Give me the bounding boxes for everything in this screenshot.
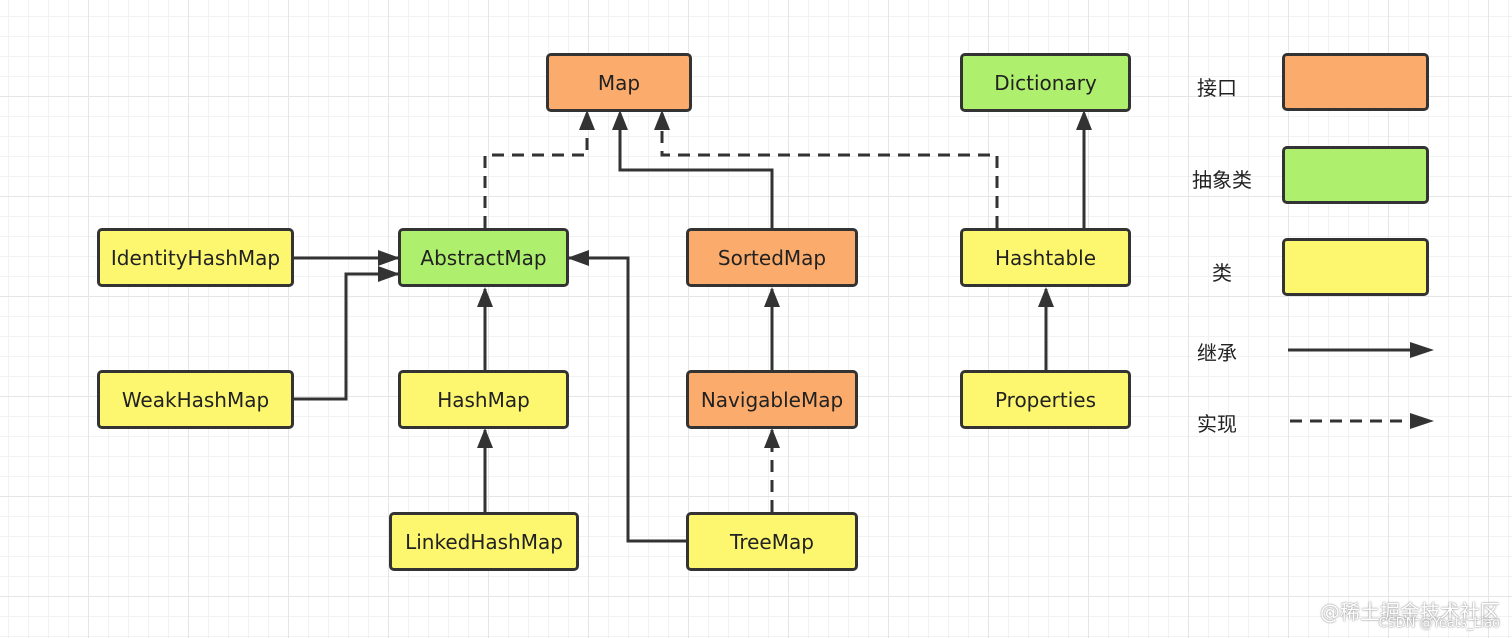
node-dictionary: Dictionary: [960, 53, 1131, 112]
arrowhead-right: [1410, 342, 1434, 358]
legend-class-swatch: [1282, 238, 1429, 296]
arrowhead-up: [477, 428, 493, 448]
arrowhead-up: [612, 110, 628, 130]
legend-interface-swatch: [1282, 53, 1429, 111]
arrowheads: [378, 110, 1434, 448]
node-weak-hash-map: WeakHashMap: [97, 370, 294, 429]
watermark-line-1: @稀土掘金技术社区: [1320, 600, 1500, 624]
arrowhead-right: [1410, 413, 1434, 429]
node-navigable-map: NavigableMap: [686, 370, 858, 429]
node-properties: Properties: [960, 370, 1131, 429]
node-sorted-map: SortedMap: [686, 228, 858, 287]
node-identity-hash-map: IdentityHashMap: [97, 228, 294, 287]
edge-hashtable-implements-map: [660, 113, 999, 228]
watermark-line-2: CSDN @Yeats_Liao: [1378, 616, 1500, 631]
legend-interface-label: 接口: [1197, 76, 1237, 100]
arrowhead-right: [378, 266, 400, 282]
arrowhead-left: [567, 250, 589, 266]
arrowhead-up: [654, 110, 670, 130]
edge-sortedmap-extends-map: [618, 113, 774, 228]
node-abstract-map: AbstractMap: [398, 228, 569, 287]
legend-abstract-class-label: 抽象类: [1192, 168, 1252, 192]
arrowhead-up: [579, 110, 595, 130]
legend-extends-label: 继承: [1197, 341, 1237, 365]
edge-weakhashmap-extends-abstractmap: [294, 272, 398, 401]
legend-implements-label: 实现: [1197, 412, 1237, 436]
legend-class-label: 类: [1212, 261, 1232, 285]
node-tree-map: TreeMap: [686, 512, 858, 571]
node-linked-hash-map: LinkedHashMap: [389, 512, 579, 571]
edge-treemap-extends-abstractmap: [569, 256, 686, 543]
arrowhead-up: [1076, 110, 1092, 130]
edge-abstractmap-implements-map: [483, 113, 589, 228]
arrowhead-up: [764, 287, 780, 307]
legend-abstract-class-swatch: [1282, 146, 1429, 204]
node-hashtable: Hashtable: [960, 228, 1131, 287]
arrowhead-up: [764, 428, 780, 448]
arrowhead-right: [378, 250, 400, 266]
node-map: Map: [546, 53, 692, 112]
arrowhead-up: [1038, 287, 1054, 307]
node-hash-map: HashMap: [398, 370, 569, 429]
arrowhead-up: [477, 287, 493, 307]
